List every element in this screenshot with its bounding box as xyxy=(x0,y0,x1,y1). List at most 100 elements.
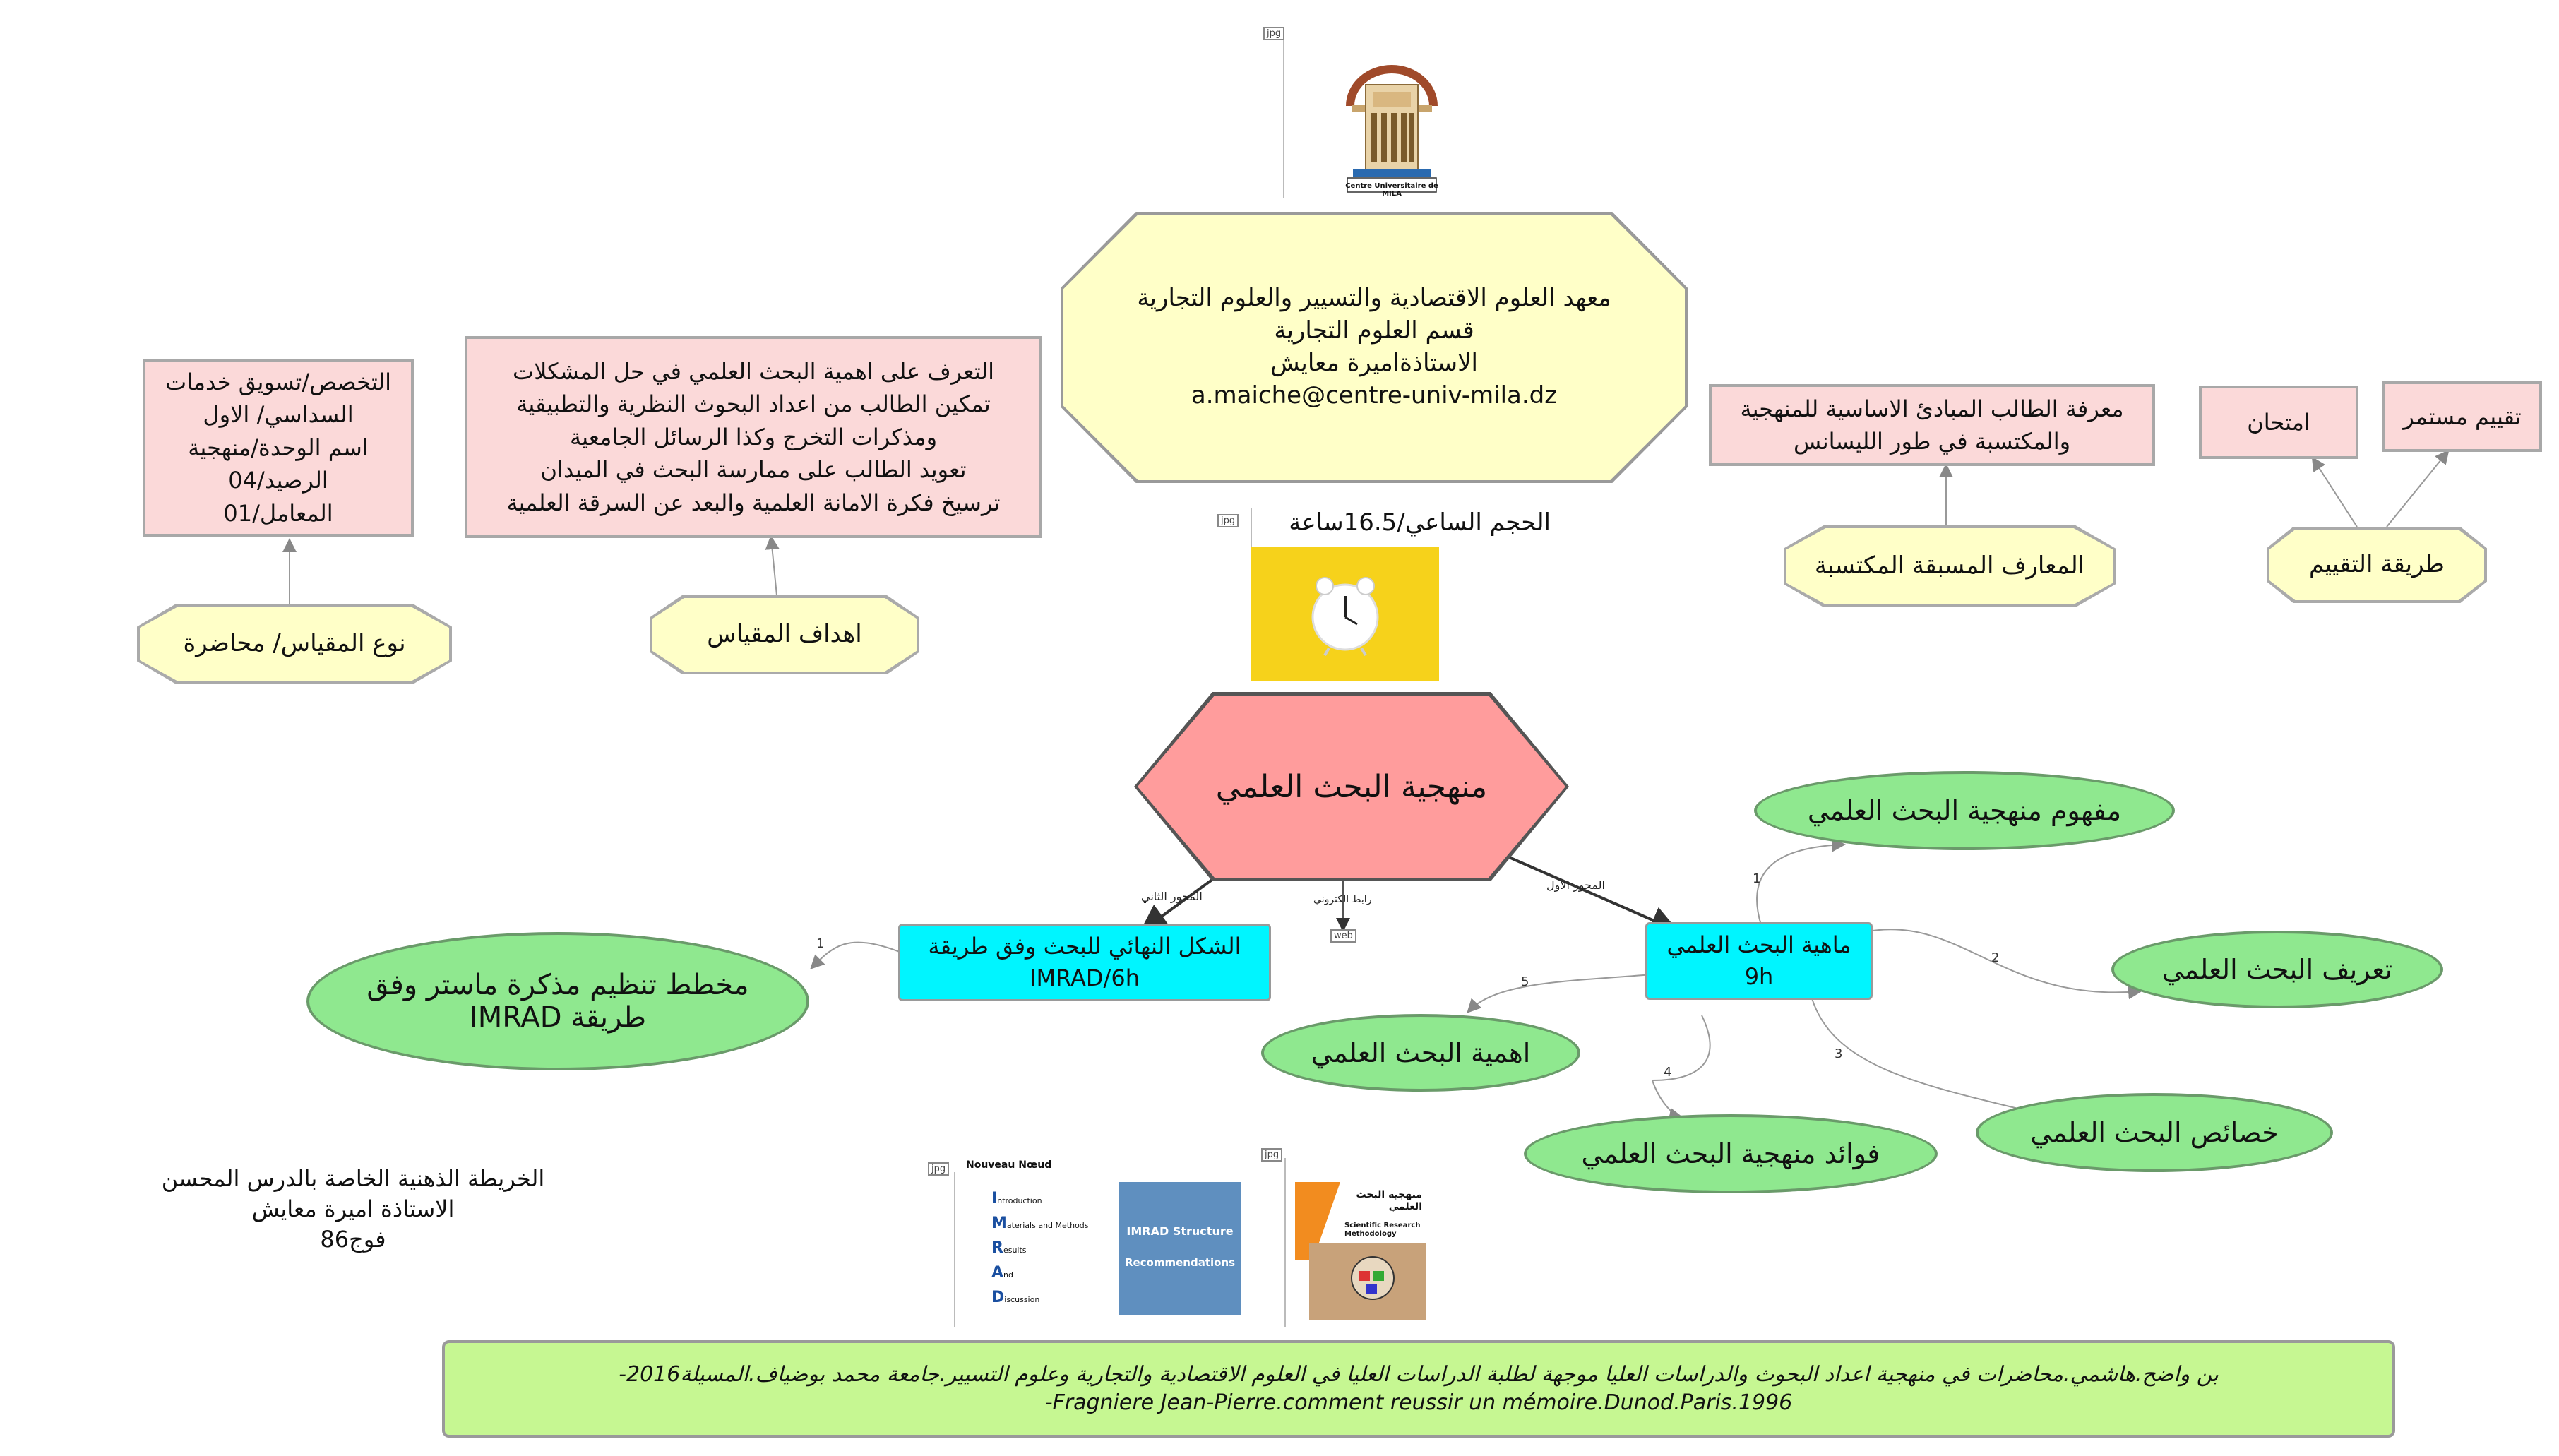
methodology-book-thumbnail[interactable]: منهجية البحث العلمي Scientific Research … xyxy=(1295,1182,1426,1320)
axis1-child-1-number: 1 xyxy=(1753,871,1761,886)
author-note-line-2: الاستاذة اميرة معايش xyxy=(251,1195,455,1223)
evaluation-exam-label: امتحان xyxy=(2247,408,2310,436)
university-logo: Centre Universitaire de MILA xyxy=(1339,64,1445,198)
institute-node[interactable]: معهد العلوم الاقتصادية والتسيير والعلوم … xyxy=(1061,212,1688,483)
logo-caption: Centre Universitaire de MILA xyxy=(1345,182,1438,198)
axis2-hours: IMRAD/6h xyxy=(1030,965,1140,991)
objective-1: التعرف على اهمية البحث العلمي في حل المش… xyxy=(513,358,994,386)
axis1-node[interactable]: ماهية البحث العلمي 9h xyxy=(1645,922,1873,1000)
imrad-letter-d: D xyxy=(991,1289,1005,1306)
module-coefficient: المعامل/01 xyxy=(223,499,333,527)
institute-name: معهد العلوم الاقتصادية والتسيير والعلوم … xyxy=(1137,284,1611,313)
reference-2: -Fragniere Jean-Pierre.comment reussir u… xyxy=(1044,1390,1793,1415)
axis1-child-benefits-label: فوائد منهجية البحث العلمي xyxy=(1581,1138,1880,1169)
imrad-letter-i: I xyxy=(991,1190,998,1207)
axis1-child-characteristics-label: خصائص البحث العلمي xyxy=(2030,1117,2279,1148)
axis1-child-2-number: 2 xyxy=(1991,950,2000,965)
volume-file-tag[interactable]: jpg xyxy=(1217,514,1239,527)
imrad-structure-subtitle: Recommendations xyxy=(1124,1256,1236,1269)
axis1-title: ماهية البحث العلمي xyxy=(1666,931,1851,959)
imrad-structure-title: IMRAD Structure xyxy=(1126,1224,1234,1238)
axis1-child-definition-label: تعريف البحث العلمي xyxy=(2161,954,2393,985)
module-details-box[interactable]: التخصص/تسويق خدمات السداسي/ الاول اسم ال… xyxy=(143,359,414,537)
teacher-email[interactable]: a.maiche@centre-univ-mila.dz xyxy=(1191,381,1558,410)
axis2-child-1-number: 1 xyxy=(816,936,825,951)
objectives-node[interactable]: اهداف المقياس xyxy=(650,595,919,674)
university-logo-image xyxy=(1346,65,1438,193)
imrad-structure-thumbnail[interactable]: IMRAD Structure Recommendations xyxy=(1119,1182,1241,1315)
module-semester: السداسي/ الاول xyxy=(203,401,354,429)
book-title-english: Scientific Research Methodology xyxy=(1344,1222,1421,1238)
prior-knowledge-line-2: والمكتسبة في طور الليسانس xyxy=(1793,428,2071,455)
axis2-node[interactable]: الشكل النهائي للبحث وفق طريقة IMRAD/6h xyxy=(898,924,1271,1001)
evaluation-exam-box[interactable]: امتحان xyxy=(2199,386,2358,459)
axis2-child-line-2: طريقة IMRAD xyxy=(469,1001,647,1034)
imrad-thumbnail-title: Nouveau Nœud xyxy=(966,1159,1052,1171)
imrad-word-materials: aterials and Methods xyxy=(1006,1221,1089,1230)
module-type-label: نوع المقياس/ محاضرة xyxy=(183,629,406,658)
imrad-word-and: nd xyxy=(1003,1270,1013,1279)
axis1-child-benefits[interactable]: فوائد منهجية البحث العلمي xyxy=(1524,1114,1938,1193)
thumb3-file-tag[interactable]: jpg xyxy=(1261,1148,1283,1162)
objectives-label: اهداف المقياس xyxy=(707,620,862,649)
axis1-child-importance[interactable]: اهمية البحث العلمي xyxy=(1261,1014,1580,1092)
axis1-edge-label: المحور الاول xyxy=(1546,878,1605,892)
evaluation-continuous-label: تقييم مستمر xyxy=(2403,402,2522,430)
book-cover-illustration xyxy=(1309,1243,1426,1320)
axis1-child-5-number: 5 xyxy=(1521,974,1529,989)
axis2-child-line-1: مخطط تنظيم مذكرة ماستر وفق xyxy=(366,969,749,1001)
author-note-line-3: فوج86 xyxy=(320,1226,386,1253)
reference-1: بن واضح.هاشمي.محاضرات في منهجية اعداد ال… xyxy=(619,1361,2219,1387)
objective-4: تعويد الطالب على ممارسة البحث في الميدان xyxy=(540,456,967,484)
objectives-box[interactable]: التعرف على اهمية البحث العلمي في حل المش… xyxy=(465,336,1042,538)
axis1-hours: 9h xyxy=(1744,963,1774,990)
author-note: الخريطة الذهنية الخاصة بالدرس المحسن الا… xyxy=(99,1164,607,1255)
objective-2: تمكين الطالب من اعداد البحوث النظرية وال… xyxy=(516,390,991,418)
author-note-line-1: الخريطة الذهنية الخاصة بالدرس المحسن xyxy=(161,1165,545,1192)
module-unit: اسم الوحدة/منهجية xyxy=(188,434,369,461)
prior-knowledge-box[interactable]: معرفة الطالب المبادئ الاساسية للمنهجية و… xyxy=(1709,384,2155,466)
imrad-letter-a: A xyxy=(991,1264,1004,1282)
axis1-child-concept-label: مفهوم منهجية البحث العلمي xyxy=(1807,795,2122,826)
web-edge-label: رابط الكتروني xyxy=(1313,894,1372,905)
logo-file-tag[interactable]: jpg xyxy=(1263,27,1285,40)
department-name: قسم العلوم التجارية xyxy=(1274,316,1474,345)
module-specialty: التخصص/تسويق خدمات xyxy=(165,369,392,396)
imrad-letter-m: M xyxy=(991,1215,1007,1232)
thumb1-file-tag[interactable]: jpg xyxy=(928,1162,950,1176)
objective-5: ترسيخ فكرة الامانة العلمية والبعد عن الس… xyxy=(506,489,1001,516)
web-link-tag[interactable]: web xyxy=(1330,929,1356,943)
imrad-word-discussion: iscussion xyxy=(1004,1295,1040,1304)
evaluation-label: طريقة التقييم xyxy=(2309,550,2445,579)
axis1-child-definition[interactable]: تعريف البحث العلمي xyxy=(2111,931,2443,1008)
axis1-child-characteristics[interactable]: خصائص البحث العلمي xyxy=(1976,1093,2333,1172)
module-type-node[interactable]: نوع المقياس/ محاضرة xyxy=(137,604,452,684)
imrad-word-introduction: ntroduction xyxy=(997,1196,1042,1205)
axis1-child-concept[interactable]: مفهوم منهجية البحث العلمي xyxy=(1754,771,2175,850)
references-box[interactable]: بن واضح.هاشمي.محاضرات في منهجية اعداد ال… xyxy=(442,1340,2395,1438)
axis2-title: الشكل النهائي للبحث وفق طريقة xyxy=(928,933,1241,960)
prior-knowledge-node[interactable]: المعارف المسبقة المكتسبة xyxy=(1784,525,2116,607)
axis2-edge-label: المحور الثاني xyxy=(1141,890,1203,903)
axis1-child-4-number: 4 xyxy=(1664,1065,1672,1080)
central-topic-node[interactable]: منهجية البحث العلمي xyxy=(1134,692,1569,881)
imrad-thumbnail[interactable]: Nouveau Nœud Introduction Materials and … xyxy=(955,1158,1109,1312)
alarm-clock-image xyxy=(1251,547,1439,681)
imrad-letter-r: R xyxy=(991,1239,1003,1257)
teacher-name: الاستاذةاميرة معايش xyxy=(1270,349,1478,377)
hourly-volume-label: الحجم الساعي/16.5ساعة xyxy=(1289,508,1551,537)
book-title-arabic: منهجية البحث العلمي xyxy=(1356,1189,1422,1212)
module-credit: الرصيد/04 xyxy=(228,467,328,494)
axis1-child-importance-label: اهمية البحث العلمي xyxy=(1311,1037,1531,1068)
prior-knowledge-label: المعارف المسبقة المكتسبة xyxy=(1814,551,2085,580)
evaluation-node[interactable]: طريقة التقييم xyxy=(2267,527,2487,603)
central-topic-label: منهجية البحث العلمي xyxy=(1215,768,1488,805)
alarm-clock-icon xyxy=(1311,577,1379,657)
evaluation-continuous-box[interactable]: تقييم مستمر xyxy=(2382,381,2542,452)
prior-knowledge-line-1: معرفة الطالب المبادئ الاساسية للمنهجية xyxy=(1740,395,2124,422)
objective-3: ومذكرات التخرج وكذا الرسائل الجامعية xyxy=(569,423,938,450)
axis2-child-imrad-plan[interactable]: مخطط تنظيم مذكرة ماستر وفق طريقة IMRAD xyxy=(306,932,809,1070)
imrad-word-results: esults xyxy=(1003,1246,1027,1255)
axis1-child-3-number: 3 xyxy=(1835,1046,1843,1061)
